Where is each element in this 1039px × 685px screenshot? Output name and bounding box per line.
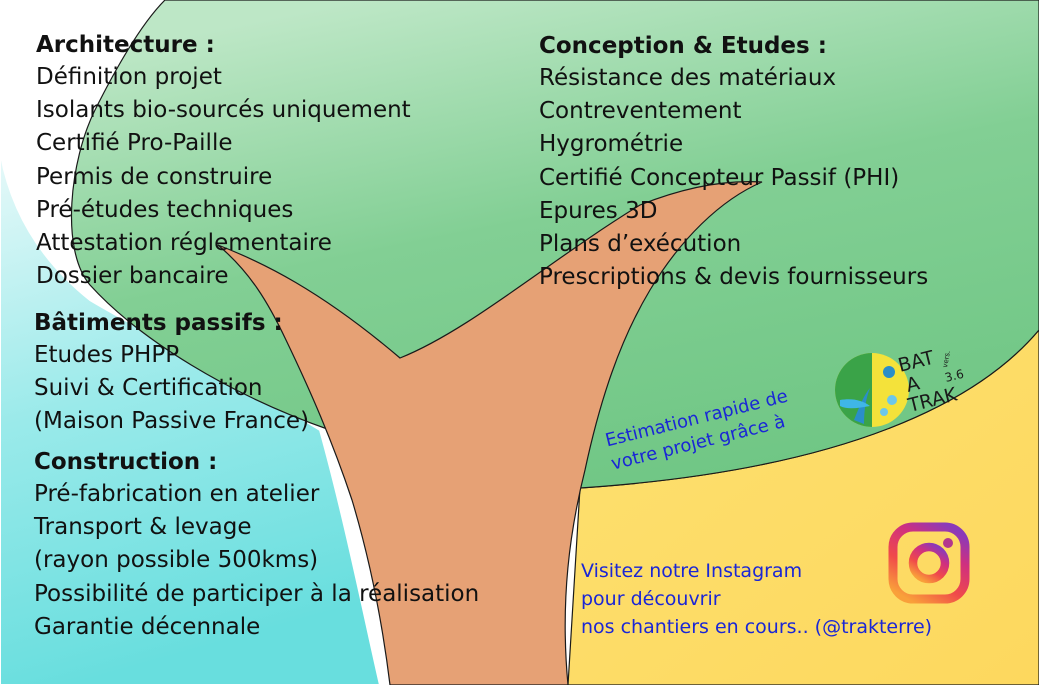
- construction-item: (rayon possible 500kms): [34, 547, 319, 574]
- tree-trunk: [217, 181, 763, 685]
- architecture-item: Certifié Pro-Paille: [36, 130, 233, 157]
- architecture-section: Architecture : Définition projet Isolant…: [36, 30, 411, 293]
- instagram-line: Visitez notre Instagram: [581, 560, 803, 582]
- batatrak-a-text: A: [904, 372, 922, 396]
- conception-item: Plans d’exécution: [539, 231, 742, 258]
- architecture-item: Pré-études techniques: [36, 196, 294, 223]
- conception-section: Conception & Etudes : Résistance des mat…: [539, 31, 928, 294]
- instagram-link[interactable]: Visitez notre Instagram pour découvrir n…: [581, 557, 932, 641]
- construction-section: Construction : Pré-fabrication en atelie…: [34, 447, 479, 644]
- architecture-item: Définition projet: [36, 64, 222, 90]
- architecture-item: Attestation réglementaire: [36, 230, 332, 257]
- architecture-item: Isolants bio-sourcés uniquement: [36, 97, 411, 124]
- passive-buildings-title: Bâtiments passifs :: [34, 310, 283, 336]
- passive-buildings-section: Bâtiments passifs : Etudes PHPP Suivi & …: [34, 308, 309, 439]
- instagram-line: pour découvrir: [581, 588, 721, 610]
- passive-buildings-item: (Maison Passive France): [34, 408, 310, 435]
- conception-item: Epures 3D: [539, 197, 658, 224]
- construction-item: Garantie décennale: [34, 613, 261, 640]
- instagram-line: nos chantiers en cours.. (@trakterre): [581, 616, 933, 638]
- conception-item: Hygrométrie: [539, 131, 684, 158]
- architecture-item: Permis de construire: [36, 163, 273, 190]
- batatrak-vers-text: vers.: [941, 350, 952, 368]
- construction-item: Possibilité de participer à la réalisati…: [34, 580, 480, 607]
- passive-buildings-item: Suivi & Certification: [34, 375, 263, 402]
- conception-item: Certifié Concepteur Passif (PHI): [539, 164, 900, 191]
- architecture-title: Architecture :: [36, 32, 215, 58]
- passive-buildings-item: Etudes PHPP: [34, 342, 180, 368]
- construction-title: Construction :: [34, 449, 218, 475]
- batatrak-logo[interactable]: BAT A TRAK vers. 3.6: [834, 350, 964, 430]
- batatrak-version-text: 3.6: [943, 367, 964, 385]
- conception-title: Conception & Etudes :: [539, 33, 827, 59]
- conception-item: Contreventement: [539, 98, 742, 125]
- conception-item: Résistance des matériaux: [539, 65, 837, 91]
- construction-item: Transport & levage: [34, 514, 252, 541]
- instagram-icon[interactable]: [888, 522, 970, 604]
- architecture-item: Dossier bancaire: [36, 263, 229, 290]
- construction-item: Pré-fabrication en atelier: [34, 481, 320, 507]
- conception-item: Prescriptions & devis fournisseurs: [539, 264, 929, 291]
